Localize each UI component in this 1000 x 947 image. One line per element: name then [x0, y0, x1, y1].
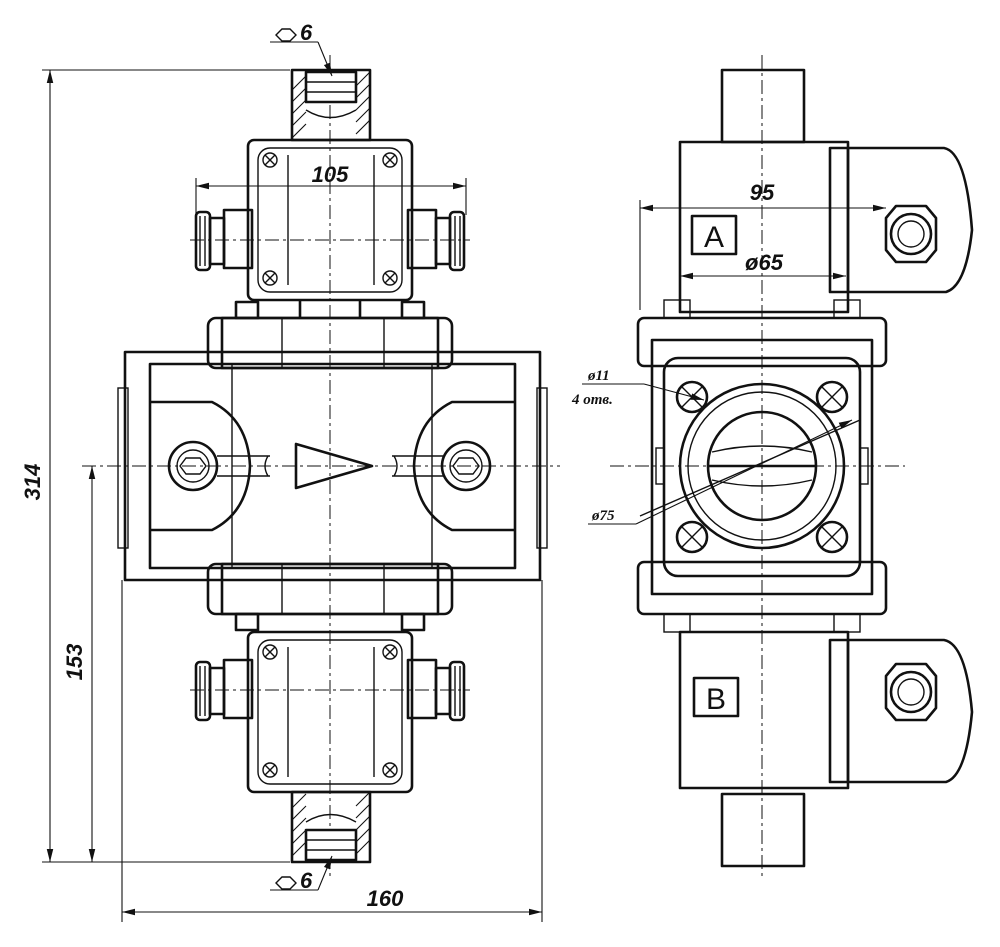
bottom-nipple	[290, 790, 372, 864]
screw-icon	[262, 152, 398, 286]
dim-overall-height: 314	[20, 464, 45, 501]
front-view: 314 153 160 105 6 6	[20, 20, 560, 922]
side-dimension-lines	[582, 200, 886, 525]
top-junction-box	[190, 138, 470, 318]
hex-icon	[275, 28, 297, 42]
dim-hole-diameter: ø11	[587, 368, 610, 384]
bolt-head-icon	[167, 440, 492, 492]
view-label-a: A	[704, 221, 724, 254]
view-label-b-box	[692, 676, 740, 718]
dim-axis-height: 153	[62, 644, 87, 681]
view-label-b: B	[706, 683, 726, 716]
flow-arrow-icon	[294, 442, 374, 490]
view-label-a-box	[690, 214, 738, 256]
dim-hex-top: 6	[300, 20, 313, 45]
dim-bolt-circle: ø75	[591, 508, 615, 524]
hex-icon	[275, 876, 297, 890]
dim-hole-count: 4 отв.	[571, 392, 613, 408]
dim-hex-bottom: 6	[300, 868, 313, 893]
dimension-lines	[42, 41, 543, 922]
cable-gland-icon	[884, 662, 938, 722]
screw-icon	[262, 644, 398, 778]
cable-gland-icon	[884, 204, 938, 264]
dim-side-width: 95	[750, 180, 775, 205]
valve-body	[117, 300, 548, 632]
side-view: A	[571, 55, 974, 880]
dim-box-width: 105	[312, 162, 349, 187]
top-nipple	[290, 68, 372, 142]
dim-overall-width: 160	[367, 886, 404, 911]
mounting-hole-icon	[675, 380, 849, 554]
dim-bore: ø65	[745, 250, 784, 275]
